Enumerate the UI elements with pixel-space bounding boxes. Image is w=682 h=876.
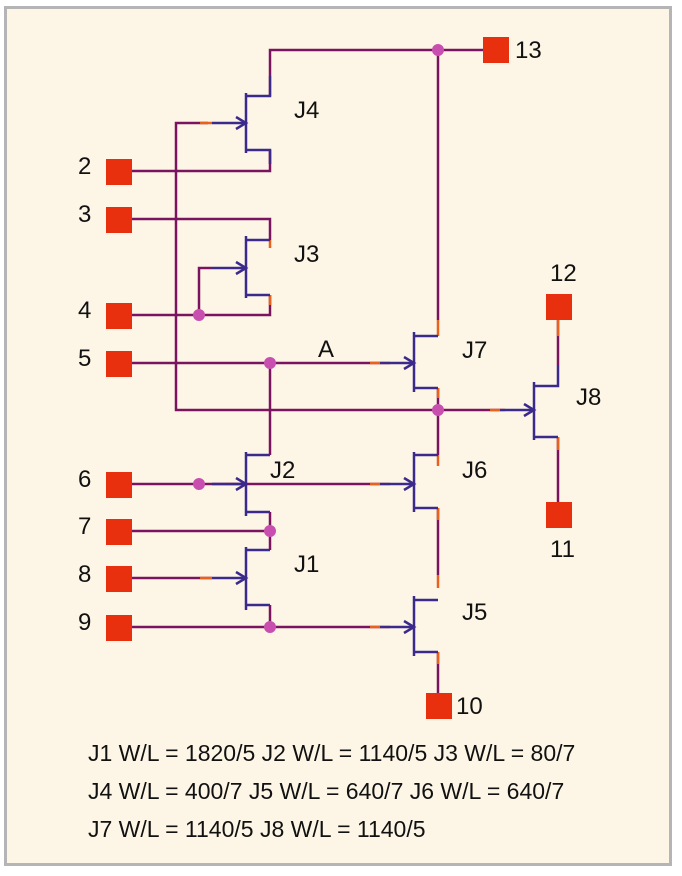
pad-6-label: 6 — [78, 466, 91, 493]
wire-stubs — [200, 76, 560, 664]
j3-label: J3 — [294, 241, 319, 268]
pad-2 — [106, 159, 132, 185]
transistor-j6 — [380, 452, 438, 512]
j1-label: J1 — [294, 551, 319, 578]
node-pad7 — [264, 525, 276, 537]
pad-5-label: 5 — [78, 345, 91, 372]
transistor-j1 — [212, 547, 270, 610]
pad-6 — [106, 472, 132, 498]
pad-10-label: 10 — [456, 693, 483, 720]
pad-9-label: 9 — [78, 609, 91, 636]
pad-3 — [106, 207, 132, 233]
wire-pad3-j3 — [132, 217, 272, 240]
transistor-j2 — [212, 452, 270, 516]
transistor-j5 — [380, 596, 438, 656]
pads — [106, 37, 572, 719]
pad-9 — [106, 615, 132, 641]
spec-line-1: J1 W/L = 1820/5 J2 W/L = 1140/5 J3 W/L =… — [88, 740, 576, 766]
pad-3-label: 3 — [78, 201, 91, 228]
pad-13 — [483, 37, 509, 63]
junction-nodes — [193, 44, 444, 633]
pad-4-label: 4 — [78, 297, 91, 324]
j4-label: J4 — [294, 97, 319, 124]
node-a — [264, 357, 276, 369]
pad-12-label: 12 — [550, 260, 577, 287]
pad-7-label: 7 — [78, 513, 91, 540]
wire-j4-gate-to-j8 — [174, 121, 500, 412]
wire-top-rail-13 — [268, 48, 483, 76]
pad-5 — [106, 351, 132, 377]
pad-11 — [546, 502, 572, 528]
pad-12 — [546, 294, 572, 320]
wires — [132, 48, 560, 693]
transistor-j3 — [212, 236, 270, 298]
transistors — [212, 76, 560, 656]
j6-label: J6 — [462, 457, 487, 484]
pad-2-label: 2 — [78, 153, 91, 180]
pad-4 — [106, 303, 132, 329]
node-j8-gate — [432, 404, 444, 416]
spec-line-2: J4 W/L = 400/7 J5 W/L = 640/7 J6 W/L = 6… — [88, 778, 565, 804]
pad-7 — [106, 519, 132, 545]
node-pad6 — [193, 478, 205, 490]
node-top-rail — [432, 44, 444, 56]
transistor-j7 — [380, 332, 438, 392]
schematic-frame — [4, 6, 672, 866]
node-pad9 — [264, 621, 276, 633]
node-a-label: A — [318, 336, 334, 363]
spec-line-3: J7 W/L = 1140/5 J8 W/L = 1140/5 — [88, 816, 426, 842]
node-j3-gate — [193, 309, 205, 321]
pad-10 — [426, 693, 452, 719]
pad-8 — [106, 566, 132, 592]
wire-pad2-j4 — [132, 150, 272, 173]
pad-13-label: 13 — [515, 37, 542, 64]
wire-j3-gate — [197, 266, 212, 315]
j7-label: J7 — [462, 337, 487, 364]
pad-8-label: 8 — [78, 561, 91, 588]
pad-11-label: 11 — [550, 536, 575, 563]
j8-label: J8 — [576, 384, 601, 411]
transistor-j8 — [500, 365, 560, 440]
j2-label: J2 — [270, 457, 295, 484]
transistor-j4 — [212, 76, 272, 164]
j5-label: J5 — [462, 599, 487, 626]
